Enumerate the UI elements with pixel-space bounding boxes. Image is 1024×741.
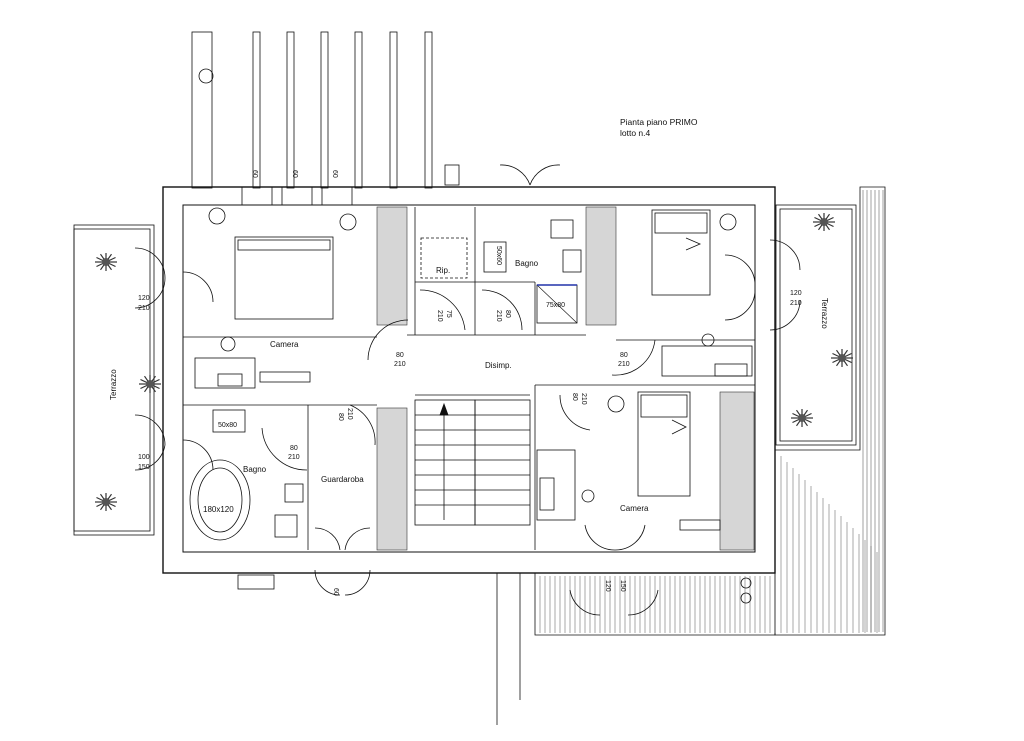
plan-title-block: Pianta piano PRIMO lotto n.4 bbox=[620, 117, 697, 139]
door-dim-left-upper-w: 120 bbox=[138, 295, 150, 302]
room-label-bagno-left: Bagno bbox=[243, 465, 267, 474]
windows-top bbox=[237, 164, 460, 590]
door-dim-right-w: 120 bbox=[790, 290, 802, 297]
plant-icon bbox=[831, 349, 853, 367]
room-label-ripostiglio: Rip. bbox=[436, 266, 450, 275]
desk-left bbox=[194, 357, 256, 389]
interior-walls bbox=[183, 207, 755, 550]
door-dim-camera-right-w: 80 bbox=[620, 352, 628, 359]
plant-center bbox=[820, 218, 828, 226]
outer-walls bbox=[162, 186, 776, 574]
door-dim-camera-right-low-w: 80 bbox=[571, 393, 578, 401]
structural-columns bbox=[376, 206, 755, 551]
door-dim-left-lower-h: 150 bbox=[138, 464, 150, 471]
door-dim-guardaroba-h: 210 bbox=[346, 408, 353, 420]
door-dim-camera-left-h: 210 bbox=[394, 361, 406, 368]
plant-icon bbox=[95, 493, 117, 511]
plant-center bbox=[146, 380, 154, 388]
desk-right bbox=[661, 345, 753, 377]
plant-icon bbox=[95, 253, 117, 271]
door-dim-camera-left-w: 80 bbox=[396, 352, 404, 359]
fixture-sink-top-label: 50x60 bbox=[495, 246, 502, 265]
roof-hatch-right bbox=[774, 186, 886, 636]
roof-hatch-bottom bbox=[534, 450, 878, 636]
door-dim-bottom-w: 120 bbox=[604, 580, 611, 592]
plan-title: Pianta piano PRIMO bbox=[620, 117, 698, 127]
room-label-terrazzo-left: Terrazzo bbox=[109, 369, 118, 400]
door-dim-guardaroba-w: 80 bbox=[337, 413, 344, 421]
door-dim-top-3: 60 bbox=[331, 170, 338, 178]
bathtub bbox=[189, 459, 251, 541]
wardrobes bbox=[259, 371, 721, 531]
door-dim-bottom-h: 150 bbox=[619, 580, 626, 592]
room-label-disimpegno: Disimp. bbox=[485, 361, 512, 370]
fixture-tub-label: 180x120 bbox=[203, 505, 234, 514]
shower-tray bbox=[536, 284, 578, 324]
bed-left bbox=[234, 236, 334, 320]
door-dim-top-1: 60 bbox=[251, 170, 258, 178]
room-label-camera-right: Camera bbox=[620, 504, 649, 513]
door-dim-camera-right-low-h: 210 bbox=[580, 393, 587, 405]
door-dim-bottom-left: 60 bbox=[332, 588, 339, 596]
room-label-guardaroba: Guardaroba bbox=[321, 475, 364, 484]
rip-closet bbox=[420, 237, 468, 279]
door-dim-left-upper-h: 210 bbox=[138, 305, 150, 312]
plant-center bbox=[798, 414, 806, 422]
terrace-right bbox=[775, 204, 857, 446]
room-label-terrazzo-right: Terrazzo bbox=[820, 298, 829, 329]
fixture-sink-left-label: 50x80 bbox=[218, 422, 237, 429]
door-dim-camera-right-h: 210 bbox=[618, 361, 630, 368]
door-dim-right-h: 210 bbox=[790, 300, 802, 307]
door-dim-rip-h: 210 bbox=[436, 310, 443, 322]
plant-icon bbox=[139, 375, 161, 393]
plant-center bbox=[102, 258, 110, 266]
round-features bbox=[208, 207, 752, 604]
plants bbox=[95, 213, 853, 511]
door-dim-bagno-left-h: 210 bbox=[288, 454, 300, 461]
plant-center bbox=[838, 354, 846, 362]
pergola-beams bbox=[191, 31, 433, 189]
door-dim-top-2: 60 bbox=[291, 170, 298, 178]
sink-units bbox=[212, 219, 582, 538]
bed-right-top bbox=[651, 209, 711, 296]
desk-right-low bbox=[536, 449, 576, 521]
plan-lot: lotto n.4 bbox=[620, 128, 651, 138]
plant-icon bbox=[813, 213, 835, 231]
door-dim-bagno-left-w: 80 bbox=[290, 445, 298, 452]
door-dim-bagno-h: 210 bbox=[495, 310, 502, 322]
roof-outline-right bbox=[774, 186, 886, 636]
door-swings bbox=[134, 164, 801, 616]
staircase bbox=[414, 399, 531, 526]
room-label-bagno-top: Bagno bbox=[515, 259, 539, 268]
door-dim-left-lower-w: 100 bbox=[138, 454, 150, 461]
plant-center bbox=[102, 498, 110, 506]
bed-right-bottom bbox=[637, 391, 691, 497]
plant-icon bbox=[791, 409, 813, 427]
door-dim-bagno-w: 80 bbox=[504, 310, 511, 318]
door-dim-rip-w: 75 bbox=[445, 310, 452, 318]
fixture-shower-label: 75x80 bbox=[546, 302, 565, 309]
room-label-camera-left: Camera bbox=[270, 340, 299, 349]
